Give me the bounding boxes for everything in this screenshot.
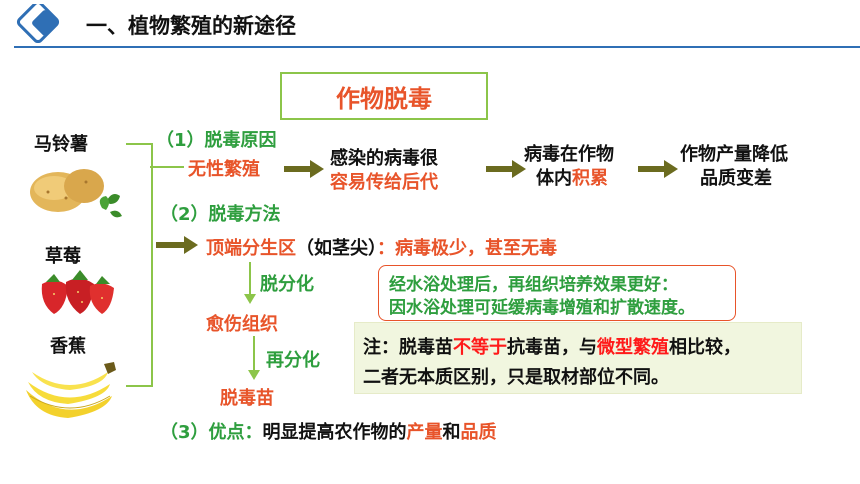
- tip-line1: 经水浴处理后，再组织培养效果更好：: [389, 275, 678, 295]
- note-highlight-micropropagation: 微型繁殖: [597, 337, 669, 358]
- reason-step1-line2: 容易传给后代: [330, 172, 438, 193]
- down-arrow-1: [244, 262, 256, 304]
- dedifferentiation-label: 脱分化: [260, 274, 314, 295]
- note-text-2: 抗毒苗，与: [507, 337, 597, 358]
- advantage: （3）优点：明显提高农作物的产量和品质: [160, 418, 497, 444]
- virus-free-seedling-label: 脱毒苗: [220, 388, 274, 409]
- note-box: 注：脱毒苗不等于抗毒苗，与微型繁殖相比较， 二者无本质区别，只是取材部位不同。: [354, 322, 802, 394]
- page-title: 一、植物繁殖的新途径: [86, 14, 296, 38]
- reason-step2-highlight: 积累: [572, 168, 608, 189]
- reason-step2-line2: 体内积累: [536, 164, 608, 190]
- method-source: 顶端分生区（如茎尖）：病毒极少，甚至无毒: [206, 234, 557, 260]
- note-line1: 注：脱毒苗不等于抗毒苗，与微型繁殖相比较，: [363, 333, 741, 359]
- method-heading: （2）脱毒方法: [160, 204, 281, 225]
- reason-step3-line1: 作物产量降低: [680, 144, 788, 165]
- reason-step3-line2: 品质变差: [700, 168, 772, 189]
- reason-step1-line1: 感染的病毒很: [330, 148, 438, 169]
- redifferentiation-label: 再分化: [266, 350, 320, 371]
- advantage-and: 和: [442, 422, 461, 443]
- bracket-to-reason-line: [150, 166, 184, 168]
- banana-image: [26, 362, 116, 418]
- reason-heading: （1）脱毒原因: [156, 130, 277, 151]
- arrow-right-icon: [638, 160, 678, 178]
- advantage-yield: 产量: [406, 422, 443, 443]
- tip-box: 经水浴处理后，再组织培养效果更好： 因水浴处理可延缓病毒增殖和扩散速度。: [378, 265, 736, 321]
- reason-step2-line1: 病毒在作物: [524, 144, 614, 165]
- arrow-right-icon: [284, 160, 324, 178]
- down-arrow-2: [248, 336, 260, 380]
- callus-label: 愈伤组织: [206, 314, 278, 335]
- tip-line2: 因水浴处理可延缓病毒增殖和扩散速度。: [389, 298, 695, 318]
- header-divider: [14, 46, 860, 48]
- diamond-icon: [16, 4, 60, 44]
- reason-cause: 无性繁殖: [188, 159, 260, 180]
- plant-label-strawberry: 草莓: [45, 246, 81, 267]
- reason-step2-text: 体内: [536, 168, 572, 189]
- note-line2: 二者无本质区别，只是取材部位不同。: [363, 367, 669, 388]
- plant-label-banana: 香蕉: [50, 336, 86, 357]
- method-source-reason: ：病毒极少，甚至无毒: [377, 238, 557, 259]
- header: 一、植物繁殖的新途径: [0, 0, 860, 50]
- plant-label-potato: 马铃薯: [34, 134, 88, 155]
- left-bracket: [126, 143, 153, 387]
- advantage-heading: （3）优点：: [160, 422, 263, 443]
- potato-image: [30, 169, 122, 218]
- method-source-tissue: 顶端分生区: [206, 238, 296, 259]
- note-highlight-not-equal: 不等于: [453, 337, 507, 358]
- strawberry-image: [41, 270, 114, 314]
- arrow-right-icon: [156, 236, 198, 254]
- note-text-3: 相比较，: [669, 337, 741, 358]
- note-text-1: 注：脱毒苗: [363, 337, 453, 358]
- method-source-example: （如茎尖）: [296, 238, 377, 259]
- arrow-right-icon: [486, 160, 526, 178]
- advantage-text: 明显提高农作物的: [262, 422, 407, 443]
- main-title: 作物脱毒: [280, 72, 488, 120]
- advantage-quality: 品质: [460, 422, 497, 443]
